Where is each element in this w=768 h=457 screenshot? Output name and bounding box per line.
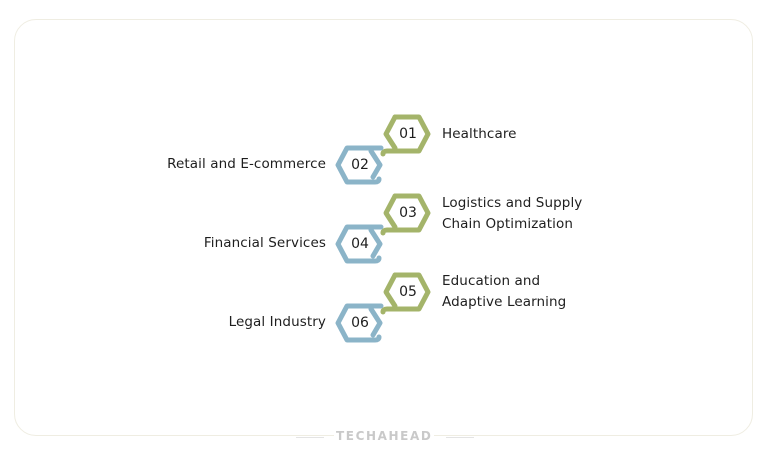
step-number-03: 03 xyxy=(399,205,417,221)
step-number-01: 01 xyxy=(399,126,417,142)
footer-brand: TECHAHEAD xyxy=(0,428,768,446)
label-logistics-line-1: Logistics and Supply xyxy=(442,195,583,211)
label-education-line-2: Adaptive Learning xyxy=(442,294,567,310)
step-number-02: 02 xyxy=(351,157,369,173)
label-education-line-1: Education and xyxy=(442,273,541,289)
step-number-04: 04 xyxy=(351,236,369,252)
label-logistics: Logistics and Supply Chain Optimization xyxy=(442,193,582,235)
brand-logo-text: TECHAHEAD xyxy=(334,429,435,443)
label-legal-industry: Legal Industry xyxy=(228,314,326,330)
label-healthcare: Healthcare xyxy=(442,126,517,142)
step-number-06: 06 xyxy=(351,315,369,331)
label-education: Education and Adaptive Learning xyxy=(442,271,566,313)
footer-divider-left xyxy=(296,437,324,438)
label-logistics-line-2: Chain Optimization xyxy=(442,216,574,232)
footer-divider-right xyxy=(446,437,474,438)
step-number-05: 05 xyxy=(399,284,417,300)
label-retail-ecommerce: Retail and E-commerce xyxy=(167,156,326,172)
content-card xyxy=(14,19,753,436)
label-financial-services: Financial Services xyxy=(203,235,326,251)
